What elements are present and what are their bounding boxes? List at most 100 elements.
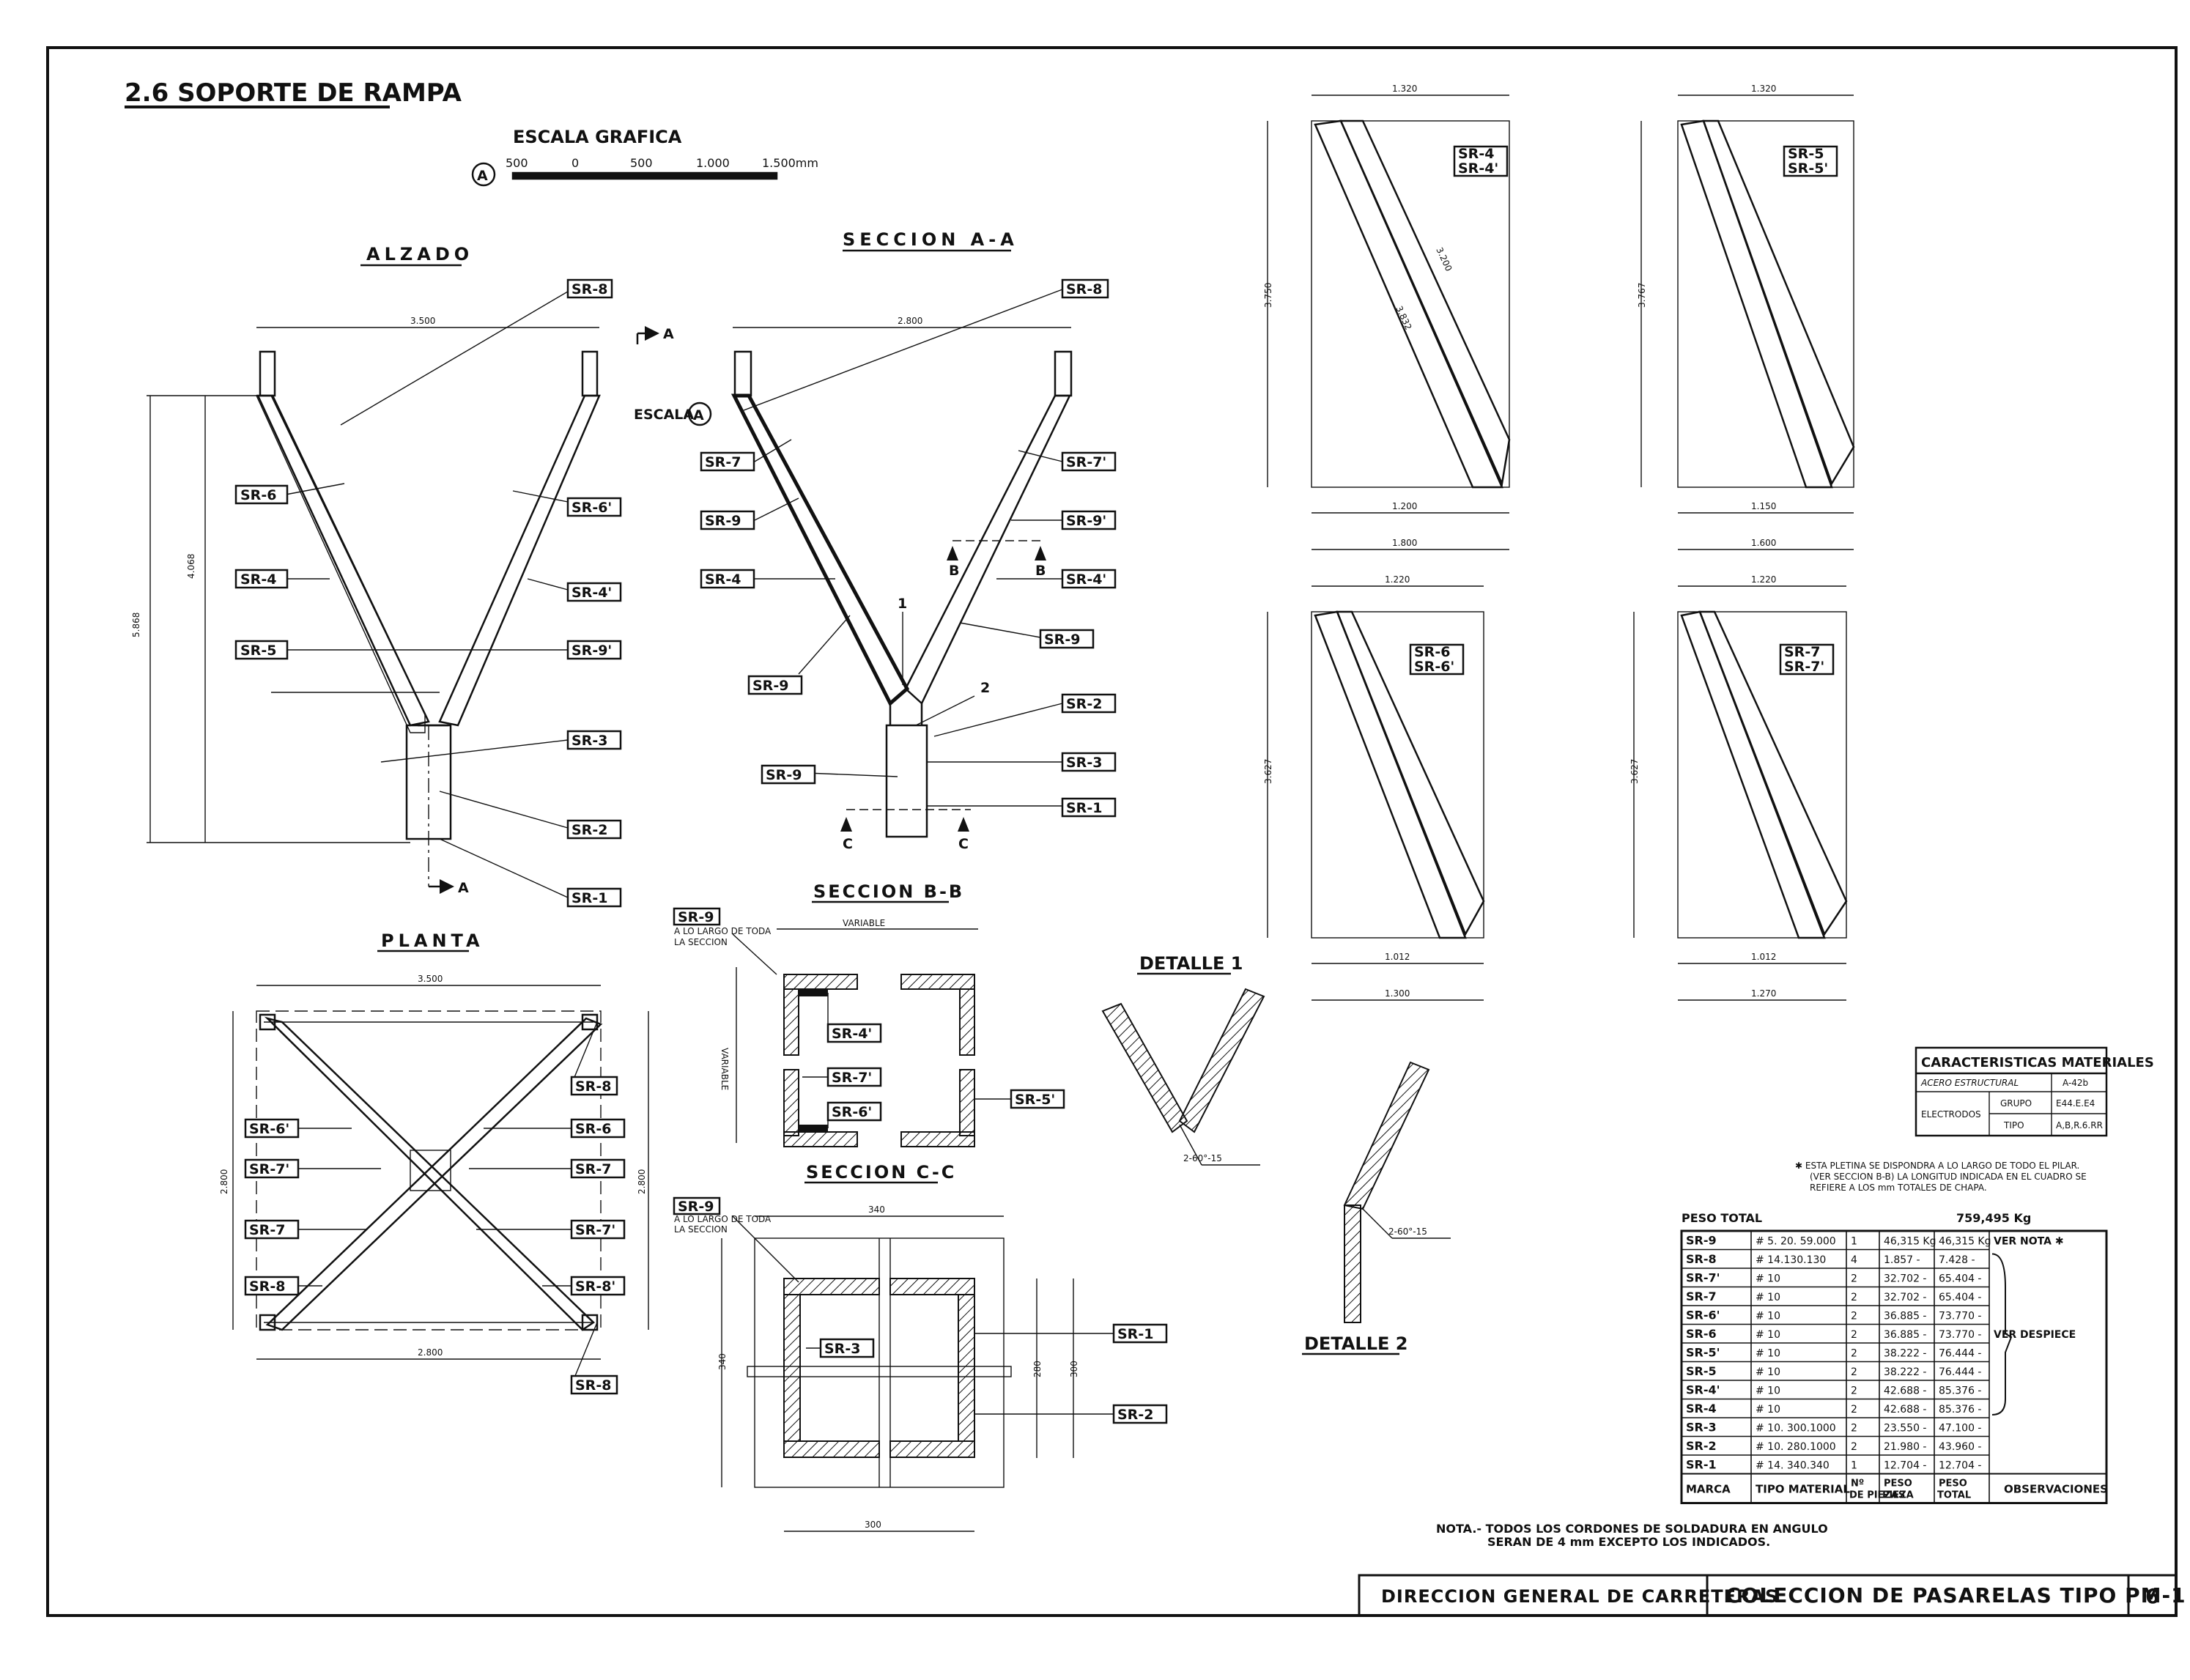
page-title: 2.6 SOPORTE DE RAMPA (125, 78, 462, 108)
cc-top-dim-text: 340 (868, 1205, 885, 1215)
bom-header: TIPO MATERIAL (1756, 1483, 1850, 1496)
bb-tag-sr4p-text: SR-4' (832, 1026, 872, 1042)
bom-cell: # 10 (1756, 1366, 1780, 1378)
aa-leader-sr7p (1018, 450, 1063, 462)
despiece-sr4: 1.320 1.200 1.800 3.750 3.832 3.200 SR-4… (1263, 84, 1511, 550)
aa-cut-b-arrow-l (947, 546, 958, 560)
aa-detail-1: 1 (898, 596, 907, 612)
planta-tag-sr8l (244, 1276, 300, 1296)
cc-right-web (958, 1294, 975, 1442)
title-block-sheet: 6 (2145, 1584, 2160, 1608)
planta-tag-sr7pr-text: SR-7' (575, 1222, 615, 1238)
detalle1-leader (1179, 1124, 1202, 1166)
detalle2-vertical-plate (1344, 1205, 1361, 1323)
aa-tag-sr2 (1061, 693, 1117, 714)
cc-bot-right-flange (889, 1440, 975, 1458)
bom-cell: 12.704 - (1939, 1460, 1982, 1472)
despiece-sr6-strip-b (1336, 610, 1485, 936)
materials-row1-label: ACERO ESTRUCTURAL (1920, 1078, 2019, 1088)
materials-tipo: TIPO (2003, 1120, 2024, 1131)
bom-cell: 1 (1851, 1236, 1857, 1248)
bom-cell: 85.376 - (1939, 1404, 1982, 1416)
bb-plate-sr4p (799, 989, 828, 996)
alzado-right-arm (438, 394, 601, 727)
cc-right-dim-text: 280 (1032, 1361, 1043, 1377)
bom-frame (1680, 1229, 2108, 1504)
aa-cut-b-right: B (1035, 563, 1046, 579)
alzado-tag-sr6p-text: SR-6' (571, 500, 612, 516)
aa-tag-sr3 (1061, 752, 1117, 772)
scale-tick-3: 500 (630, 156, 653, 170)
scale-tick-1: 500 (506, 156, 528, 170)
bom-cell: # 10. 300.1000 (1756, 1423, 1836, 1435)
despiece-sr4-tag-b: SR-4' (1458, 160, 1498, 177)
aa-tag-sr2-text: SR-2 (1066, 696, 1102, 712)
planta-tag-sr7-text: SR-7 (249, 1222, 285, 1238)
scale-tick-4: 1.000 (696, 156, 730, 170)
bom-cell: # 10 (1756, 1292, 1780, 1303)
alzado-title: ALZADO (366, 244, 473, 264)
bom-cell: # 10 (1756, 1273, 1780, 1285)
bb-note-1: A LO LARGO DE TODA (674, 926, 772, 936)
despiece-sr5-tag (1783, 145, 1838, 177)
bb-tag-sr6p-text: SR-6' (832, 1104, 872, 1120)
despiece-sr5-strip-a (1680, 119, 1833, 489)
bom-cell: 43.960 - (1939, 1441, 1982, 1453)
bom-cell: 4 (1851, 1254, 1857, 1266)
planta-center-box (410, 1150, 451, 1191)
bb-lower-right-web (959, 1069, 975, 1136)
cc-right-dim2-text: 300 (1069, 1361, 1079, 1377)
bom-header: PESO (1884, 1479, 1912, 1490)
bom-cell: # 10 (1756, 1404, 1780, 1416)
bom-cell: 36.885 - (1884, 1329, 1927, 1341)
aa-cut-b-left: B (949, 563, 959, 579)
despiece-sr6-strip-a (1314, 610, 1467, 939)
bb-tag-sr9 (673, 907, 721, 926)
materials-grupo-value: E44.E.E4 (2056, 1098, 2095, 1109)
bb-lower-left-flange (783, 1131, 858, 1147)
aa-tag-sr4-text: SR-4 (705, 571, 741, 588)
bom-cell: 23.550 - (1884, 1423, 1927, 1435)
scale-heading: ESCALA GRAFICA (513, 127, 682, 147)
aa-tag-sr9d (761, 764, 816, 785)
planta-tag-sr8p-text: SR-8' (575, 1278, 615, 1295)
bom-cell: # 10 (1756, 1311, 1780, 1322)
title-block: DIRECCION GENERAL DE CARRETERAS COLECCIO… (1358, 1574, 2186, 1617)
scale-bar (511, 171, 778, 180)
aa-leader-sr7 (754, 439, 792, 462)
aa-left-cap (733, 350, 752, 397)
cc-tag-sr3 (819, 1338, 875, 1358)
aa-leader-sr9a (754, 497, 799, 521)
bom-cell: SR-7' (1686, 1271, 1720, 1285)
peso-total-value: 759,495 Kg (1956, 1211, 2031, 1225)
footnote: ✱ ESTA PLETINA SE DISPONDRA A LO LARGO D… (1795, 1161, 2087, 1193)
detalle1-right-plate (1178, 988, 1265, 1133)
bb-tag-sr7p (826, 1067, 882, 1087)
despiece-sr6-plate (1311, 611, 1484, 939)
bom-cell: SR-5 (1686, 1364, 1717, 1378)
planta-top-dim-text: 3.500 (418, 974, 443, 984)
despiece-sr5-tag-a: SR-5 (1788, 146, 1824, 162)
title-block-series: COLECCION DE PASARELAS TIPO PM-1 (1725, 1583, 2186, 1607)
aa-escala-marker: A (693, 407, 704, 423)
cc-tag-sr2 (1112, 1404, 1168, 1424)
bom-cell: # 10 (1756, 1348, 1780, 1360)
cc-tag-sr9-text: SR-9 (678, 1199, 714, 1215)
planta-title: PLANTA (381, 930, 484, 951)
aa-tag-sr4p-text: SR-4' (1066, 571, 1106, 588)
despiece-sr7-left-dim-text: 3.627 (1629, 759, 1640, 784)
bom-cell: # 5. 20. 59.000 (1756, 1236, 1836, 1248)
aa-escala-circle (687, 402, 712, 426)
bom-cell: 32.702 - (1884, 1292, 1927, 1303)
aa-left-arm (730, 393, 910, 706)
aa-tag-sr9p (1061, 510, 1117, 530)
aa-leader-sr2 (933, 703, 1063, 737)
bb-tag-sr5p-text: SR-5' (1015, 1092, 1055, 1108)
bom-cell: 38.222 - (1884, 1348, 1927, 1360)
alzado-tag-sr4 (234, 569, 289, 589)
bom-header: PIEZA (1882, 1490, 1914, 1501)
cc-tag-sr3-text: SR-3 (824, 1341, 860, 1357)
planta-left-dim-text: 2.800 (219, 1169, 229, 1194)
cc-left-web (783, 1294, 801, 1442)
